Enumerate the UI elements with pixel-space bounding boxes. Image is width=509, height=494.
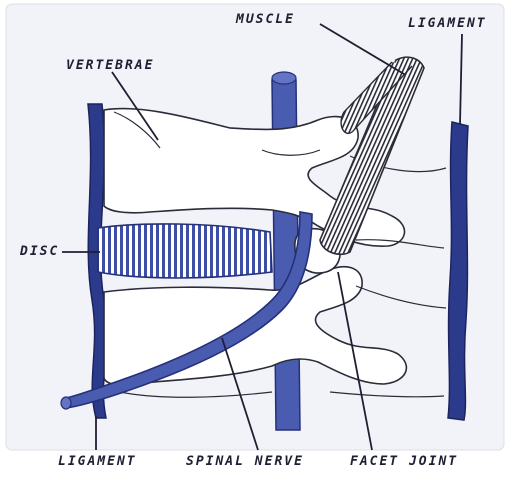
- intervertebral-disc: [98, 224, 272, 278]
- right-ligament: [448, 122, 468, 420]
- label-spinal-nerve: SPINAL NERVE: [186, 454, 304, 469]
- label-muscle: MUSCLE: [236, 12, 295, 27]
- label-vertebrae: VERTEBRAE: [66, 58, 154, 73]
- label-disc: DISC: [20, 244, 59, 259]
- central-vessel-top: [272, 72, 296, 84]
- spinal-nerve-end: [61, 397, 71, 409]
- label-ligament-top: LIGAMENT: [408, 16, 487, 31]
- label-facet-joint: FACET JOINT: [350, 454, 458, 469]
- label-ligament-bottom: LIGAMENT: [58, 454, 137, 469]
